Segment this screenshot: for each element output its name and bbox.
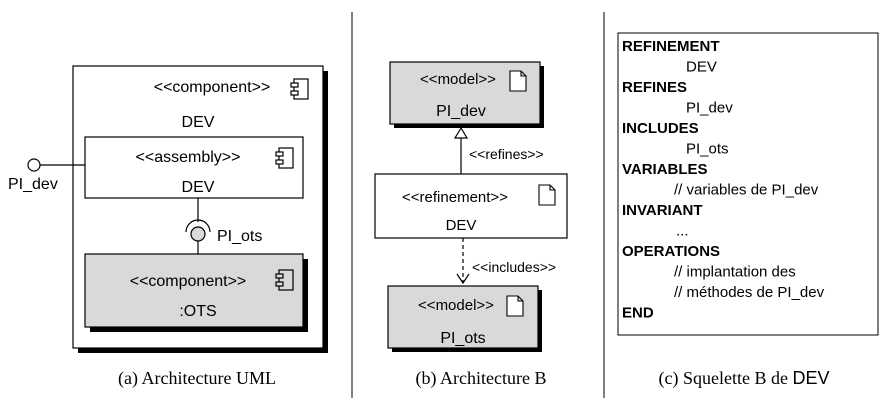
code-line: // implantation des	[674, 264, 796, 281]
caption-a: (a) Architecture UML	[118, 368, 276, 389]
provided-interface-circle	[27, 158, 41, 172]
document-icon	[538, 184, 556, 206]
refines-label: <<refines>>	[469, 146, 544, 162]
code-line: // variables de PI_dev	[674, 182, 819, 199]
panel-a-uml: <<component>> DEV <<assembly>> DEV PI_de…	[8, 65, 328, 389]
provided-interface-label: PI_dev	[8, 176, 58, 193]
code-box	[617, 32, 879, 336]
includes-label: <<includes>>	[472, 259, 556, 275]
component-icon	[275, 147, 294, 169]
ball-circle	[190, 226, 206, 242]
document-icon	[509, 70, 527, 92]
includes-arrow-head	[456, 273, 470, 285]
refinement-box	[374, 173, 568, 239]
ots-component-box	[84, 253, 304, 328]
model-top-stereotype: <<model>>	[420, 71, 496, 88]
model-bottom-stereotype: <<model>>	[418, 297, 494, 314]
socket-arc	[185, 219, 211, 233]
code-line: // méthodes de PI_dev	[674, 284, 825, 301]
component-icon	[290, 78, 309, 100]
code-line: PI_ots	[686, 141, 729, 158]
caption-c: (c) Squelette B de DEV	[659, 368, 830, 389]
code-keyword: REFINEMENT	[622, 38, 720, 55]
ots-component-stereotype: <<component>>	[130, 273, 247, 290]
assembly-stereotype: <<assembly>>	[136, 149, 241, 166]
code-keyword: INCLUDES	[622, 120, 699, 137]
code-line: DEV	[686, 59, 717, 76]
assembly-name: DEV	[182, 179, 215, 196]
code-keyword: VARIABLES	[622, 161, 708, 178]
code-line: ...	[676, 223, 689, 240]
refinement-name: DEV	[446, 217, 477, 234]
caption-b: (b) Architecture B	[416, 368, 547, 389]
panel-b-architecture: <<model>> PI_dev <<refines>> <<refinemen…	[374, 61, 568, 389]
ots-component-name: :OTS	[179, 303, 216, 320]
code-keyword: OPERATIONS	[622, 243, 720, 260]
required-interface-label: PI_ots	[217, 228, 262, 245]
code-keyword: INVARIANT	[622, 202, 703, 219]
code-keyword: END	[622, 305, 654, 322]
caption-c-prefix: (c) Squelette B de	[659, 368, 793, 389]
code-keyword: REFINES	[622, 79, 687, 96]
component-icon	[275, 269, 294, 291]
refines-arrow-head	[453, 126, 469, 139]
code-line: PI_dev	[686, 100, 733, 117]
model-top-name: PI_dev	[436, 103, 486, 120]
outer-component-stereotype: <<component>>	[154, 79, 271, 96]
refinement-stereotype: <<refinement>>	[402, 189, 508, 206]
assembly-box	[84, 136, 304, 199]
caption-c-name: DEV	[792, 368, 829, 388]
document-icon	[506, 295, 524, 317]
outer-component-name: DEV	[182, 114, 215, 131]
model-bottom-name: PI_ots	[440, 330, 485, 347]
